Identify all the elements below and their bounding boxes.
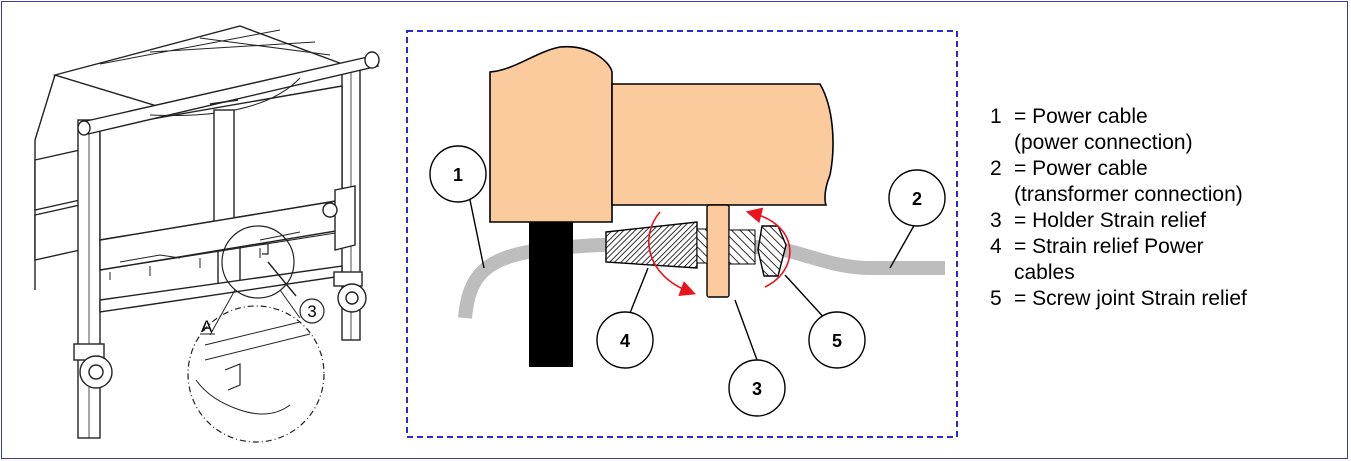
strain-relief-thread-left <box>696 228 708 264</box>
legend: 1 = Power cable (power connection) 2 = P… <box>990 104 1345 312</box>
holder-strain-relief <box>706 204 730 298</box>
callout-5-label: 5 <box>832 331 842 351</box>
screw-joint-nut <box>757 225 787 277</box>
overview-callout-label: 3 <box>307 302 316 321</box>
black-post <box>529 220 573 367</box>
strain-relief-thread-right <box>728 229 756 265</box>
legend-item-3: 3 = Holder Strain relief <box>990 208 1345 234</box>
legend-text: = Holder Strain relief <box>1014 209 1207 232</box>
callout-4: 4 <box>596 311 654 369</box>
legend-number: 3 <box>990 209 1002 232</box>
legend-item-5: 5 = Screw joint Strain relief <box>990 286 1345 312</box>
rotation-arrow-strain-relief <box>648 211 696 297</box>
strain-relief-cone <box>605 221 698 269</box>
legend-text: = Power cable (transformer connection) <box>1014 157 1243 206</box>
detail-letter-label: A <box>201 317 213 336</box>
callout-3-label: 3 <box>752 379 762 399</box>
callout-1-label: 1 <box>453 165 463 185</box>
power-cable-1 <box>458 237 721 319</box>
legend-number: 5 <box>990 287 1002 310</box>
callout-2-label: 2 <box>912 189 922 209</box>
rotation-arrow-screw-joint <box>745 207 791 288</box>
legend-number: 2 <box>990 157 1002 180</box>
callout-5: 5 <box>808 311 866 369</box>
legend-text: = Strain relief Power cables <box>1014 235 1204 284</box>
legend-item-4: 4 = Strain relief Power cables <box>990 234 1345 286</box>
callout-1: 1 <box>429 145 487 203</box>
housing-left-block <box>489 45 613 223</box>
legend-text: = Power cable (power connection) <box>1014 105 1193 154</box>
detail-dashed-box <box>406 30 958 438</box>
callout-3: 3 <box>728 359 786 417</box>
callout-2: 2 <box>888 169 946 227</box>
overview-callout-circle <box>299 298 325 324</box>
bed-overview-illustration <box>34 25 380 443</box>
legend-number: 4 <box>990 235 1002 258</box>
legend-number: 1 <box>990 105 1002 128</box>
legend-item-2: 2 = Power cable (transformer connection) <box>990 156 1345 208</box>
callout-4-label: 4 <box>620 331 630 351</box>
housing-right-block <box>611 83 834 206</box>
legend-item-1: 1 = Power cable (power connection) <box>990 104 1345 156</box>
legend-text: = Screw joint Strain relief <box>1014 287 1247 310</box>
